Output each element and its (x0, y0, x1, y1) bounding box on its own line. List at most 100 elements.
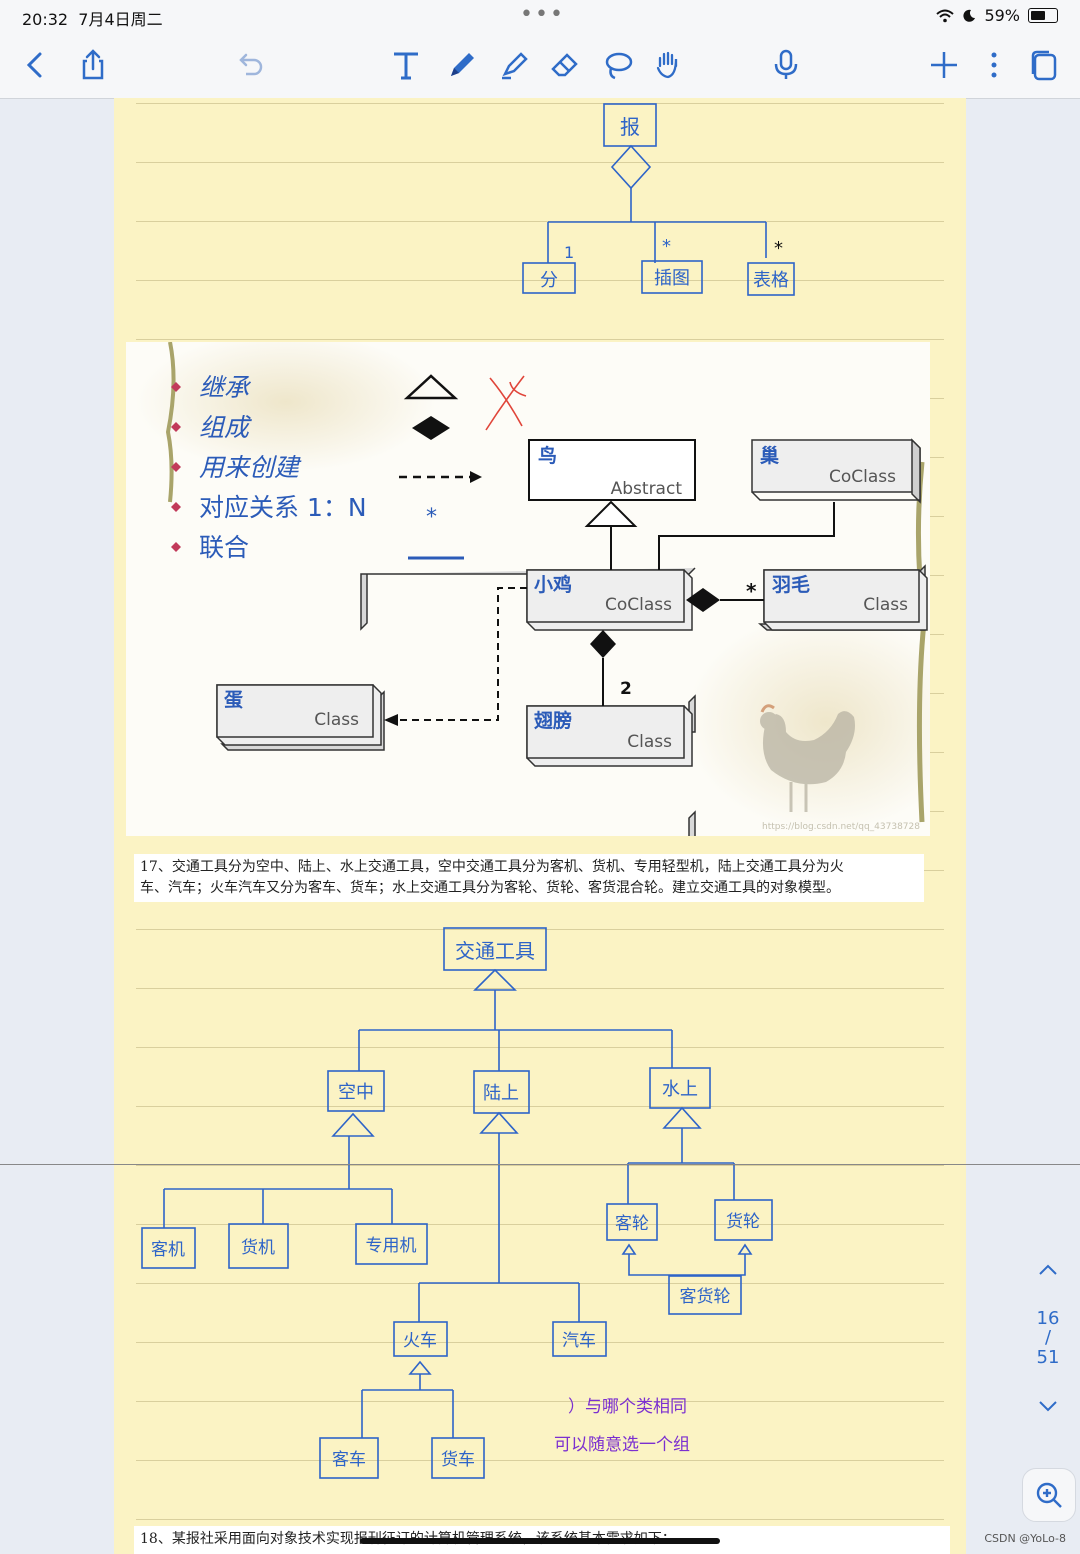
legend-inheritance-label: 继承 (199, 373, 252, 402)
lasso-tool-button[interactable] (595, 42, 641, 88)
eraser-icon (551, 53, 578, 77)
notebook-rule-line (136, 1519, 944, 1520)
child-box-label-2: 插图 (654, 268, 690, 289)
eraser-tool-button[interactable] (542, 42, 588, 88)
undo-button[interactable] (226, 42, 272, 88)
current-page-number: 16 (1036, 1308, 1060, 1329)
notebook-rule-line (136, 1342, 944, 1343)
status-bar: 20:32 7月4日周二 ••• 59% (0, 0, 1080, 34)
highlighter-tool-button[interactable] (491, 42, 537, 88)
chevron-down-icon (1039, 1401, 1057, 1412)
feather-class-name: 羽毛 (772, 574, 810, 596)
text-tool-button[interactable] (383, 42, 429, 88)
status-right: 59% (936, 6, 1058, 25)
vehicle-mixed-ship-label: 客货轮 (680, 1287, 731, 1307)
plus-icon (931, 52, 957, 78)
handwritten-note-2: 可以随意选一个组 (554, 1435, 690, 1455)
legend-composition-label: 组成 (199, 413, 252, 442)
vehicle-water-label: 水上 (662, 1079, 698, 1100)
nest-class-stereotype: CoClass (829, 467, 896, 487)
hand-tool-button[interactable] (645, 42, 691, 88)
root-box-label: 报 (620, 115, 640, 139)
question-17-line-1: 17、交通工具分为空中、陆上、水上交通工具，空中交通工具分为客机、货机、专用轻型… (140, 859, 844, 875)
notebook-rule-line (136, 1106, 944, 1107)
status-time: 20:32 7月4日周二 (22, 10, 163, 29)
vehicle-air-label: 空中 (338, 1082, 374, 1103)
notebook-rule-line (136, 339, 944, 340)
pen-tool-button[interactable] (439, 42, 485, 88)
question-17-text: 17、交通工具分为空中、陆上、水上交通工具，空中交通工具分为客机、货机、专用轻型… (134, 854, 924, 902)
back-button[interactable] (12, 42, 58, 88)
lasso-icon (605, 52, 633, 80)
vehicle-passenger-ship-label: 客轮 (615, 1214, 649, 1234)
chick-class-name: 小鸡 (534, 573, 572, 596)
vehicle-cargo-ship-label: 货轮 (726, 1212, 760, 1232)
notebook-rule-line (136, 1460, 944, 1461)
zoom-button[interactable] (1022, 1468, 1076, 1522)
notebook-rule-line (136, 221, 944, 222)
microphone-button[interactable] (763, 42, 809, 88)
legend-star-symbol: * (426, 505, 437, 530)
child-box-label-3: 表格 (753, 270, 789, 291)
page-break-line (0, 1164, 1080, 1165)
multiplicity-1: 1 (564, 243, 574, 262)
notebook-rule-line (136, 280, 944, 281)
undo-icon (239, 53, 263, 76)
pages-icon (1031, 50, 1057, 81)
wing-multiplicity: 2 (620, 679, 632, 699)
legend-creation-label: 用来创建 (199, 453, 302, 482)
handwritten-vehicle-diagram: 交通工具 空中 陆上 水上 客机 货机 专用机 火车 汽车 客车 货车 客轮 货… (141, 927, 773, 1479)
vehicle-land-label: 陆上 (483, 1083, 519, 1104)
share-icon (82, 49, 104, 80)
wing-class-stereotype: Class (627, 732, 672, 752)
vehicle-car-label: 汽车 (562, 1331, 596, 1351)
notebook-rule-line (136, 1165, 944, 1166)
more-vertical-icon (991, 52, 997, 78)
text-tool-icon (394, 52, 418, 80)
microphone-icon (774, 49, 798, 79)
legend-association-label: 联合 (199, 533, 249, 562)
feather-multiplicity: * (746, 579, 757, 603)
highlighter-icon (502, 52, 528, 80)
wing-class-name: 翅膀 (534, 709, 572, 732)
notebook-rule-line (136, 1047, 944, 1048)
notebook-rule-line (136, 1224, 944, 1225)
add-button[interactable] (921, 42, 967, 88)
home-indicator[interactable] (360, 1538, 720, 1544)
wifi-icon (936, 9, 955, 22)
page-separator: / (1044, 1327, 1052, 1348)
vehicle-cargo-plane-label: 货机 (241, 1238, 275, 1258)
share-button[interactable] (70, 42, 116, 88)
chevron-up-icon (1039, 1264, 1057, 1275)
multitask-dots[interactable]: ••• (520, 2, 565, 27)
vehicle-cargo-car-label: 货车 (441, 1450, 475, 1470)
notebook-page[interactable]: 报 分 插图 表格 1 * * (114, 98, 966, 1554)
chick-class-stereotype: CoClass (605, 595, 672, 615)
handwritten-composition-diagram: 报 分 插图 表格 1 * * (522, 103, 795, 296)
egg-class-name: 蛋 (224, 689, 243, 711)
battery-percent: 59% (984, 6, 1020, 25)
legend-multiplicity-label: 对应关系 1：N (199, 493, 367, 522)
notebook-rule-line (136, 988, 944, 989)
feather-class-stereotype: Class (863, 595, 908, 615)
hand-icon (656, 51, 678, 79)
moon-icon (963, 9, 976, 22)
image-watermark: https://blog.csdn.net/qq_43738728 (761, 822, 920, 832)
vehicle-passenger-car-label: 客车 (332, 1450, 366, 1470)
toolbar (0, 34, 1080, 99)
multiplicity-3: * (774, 238, 783, 259)
question-17-line-2: 车、汽车；火车汽车又分为客车、货车；水上交通工具分为客轮、货轮、客货混合轮。建立… (140, 880, 840, 896)
page-down-button[interactable] (1020, 1398, 1076, 1419)
zoom-in-icon (1036, 1482, 1062, 1508)
page-up-button[interactable] (1020, 1262, 1076, 1283)
multiplicity-2: * (662, 236, 671, 257)
page-indicator: 16 / 51 (1020, 1308, 1076, 1368)
notebook-rule-line (136, 103, 944, 104)
uml-legend-image: 继承 组成 用来创建 对应关系 1：N 联合 * 鸟 Ab (126, 342, 930, 836)
bird-class-stereotype: Abstract (611, 479, 683, 499)
handwritten-note-1: ）与哪个类相同 (568, 1397, 687, 1417)
notebook-rule-line (136, 162, 944, 163)
pages-button[interactable] (1021, 42, 1067, 88)
more-button[interactable] (971, 42, 1017, 88)
egg-class-stereotype: Class (314, 710, 359, 730)
